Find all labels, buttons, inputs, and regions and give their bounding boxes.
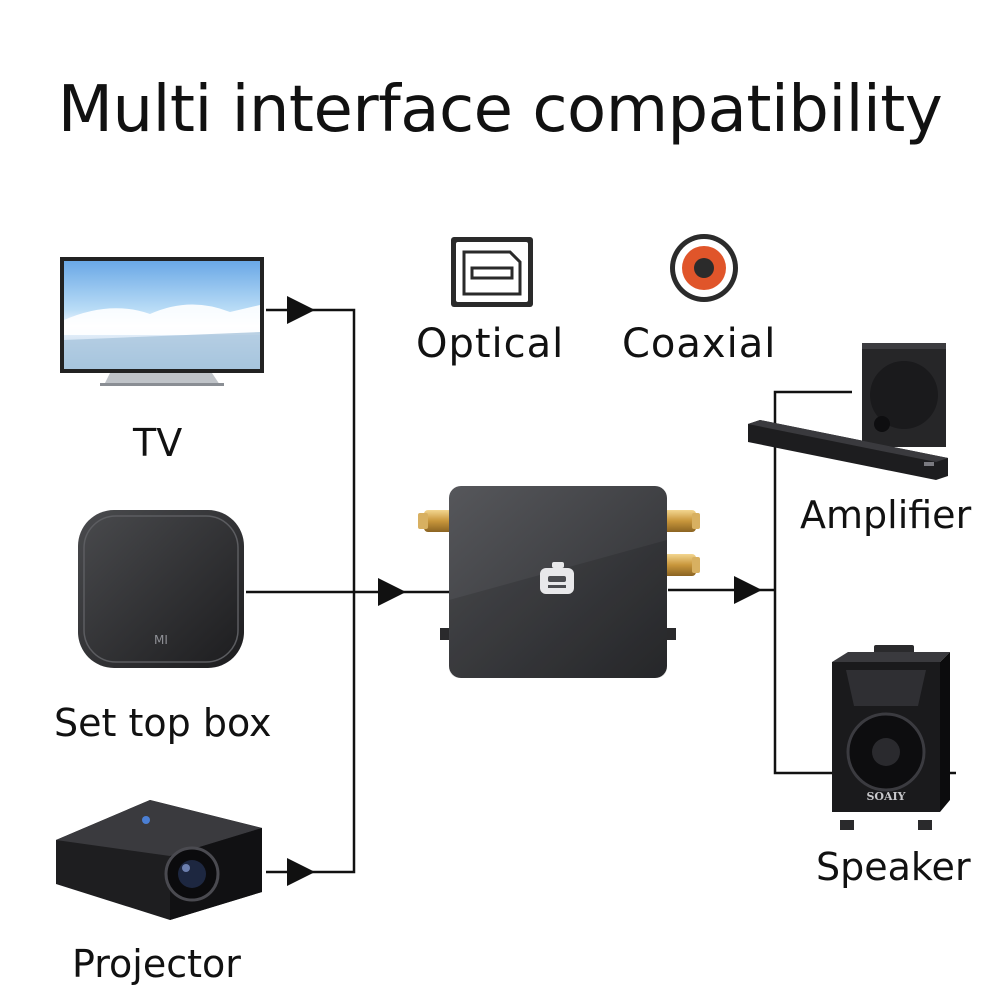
projector-label: Projector: [72, 942, 241, 986]
tv-label: TV: [133, 421, 183, 465]
svg-text:MI: MI: [154, 633, 168, 647]
converter-output-arrow: [734, 576, 762, 604]
set-top-box-label: Set top box: [54, 701, 272, 745]
optical-port-icon: [451, 237, 533, 307]
page-title: Multi interface compatibility: [57, 73, 943, 147]
speaker-label: Speaker: [816, 845, 971, 889]
soundbar-icon: [748, 343, 948, 480]
speaker-icon: SOAIY: [832, 645, 950, 830]
svg-text:SOAIY: SOAIY: [866, 790, 905, 803]
converter-device-icon: [418, 486, 700, 678]
input-arrows: [287, 296, 406, 886]
coaxial-port-icon: [670, 234, 738, 302]
tv-arrow: [287, 296, 315, 324]
input-bus-lines: [246, 308, 450, 874]
set-top-box-icon: MI: [78, 510, 244, 668]
projector-icon: [56, 800, 262, 920]
projector-arrow: [287, 858, 315, 886]
coaxial-label: Coaxial: [622, 321, 777, 367]
optical-label: Optical: [416, 321, 565, 367]
tv-icon: [60, 257, 264, 386]
converter-input-arrow: [378, 578, 406, 606]
amplifier-label: Amplifier: [800, 493, 972, 537]
output-arrows: [734, 576, 762, 604]
